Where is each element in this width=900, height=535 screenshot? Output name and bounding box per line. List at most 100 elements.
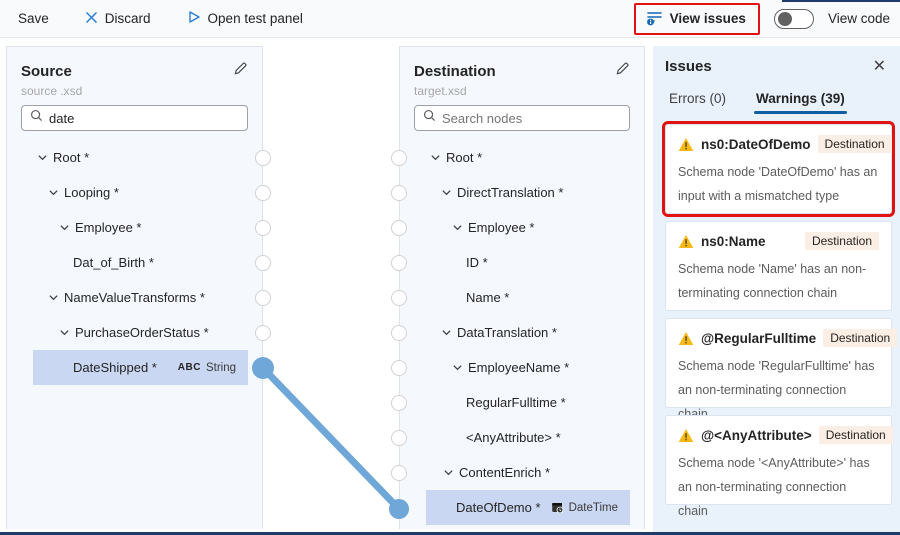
location-badge: Destination xyxy=(818,426,893,444)
tree-node-label: PurchaseOrderStatus * xyxy=(75,325,209,340)
view-code-toggle[interactable] xyxy=(773,8,814,29)
view-code-label: View code xyxy=(827,11,890,26)
warning-icon xyxy=(678,428,694,443)
mapper-canvas: Source source .xsd Root * Looping * Employ… xyxy=(0,38,900,532)
tree-node[interactable]: Root * xyxy=(426,140,630,175)
tree-node[interactable]: Employee * xyxy=(33,210,248,245)
tree-node-label: NameValueTransforms * xyxy=(64,290,205,305)
tree-node[interactable]: PurchaseOrderStatus * xyxy=(33,315,248,350)
tree-node[interactable]: Dat_of_Birth * xyxy=(33,245,248,280)
save-button[interactable]: Save xyxy=(10,6,57,31)
tree-node[interactable]: <AnyAttribute> * xyxy=(426,420,630,455)
connection-point[interactable] xyxy=(391,220,407,236)
chevron-down-icon[interactable] xyxy=(452,222,463,233)
tree-node-label: Root * xyxy=(446,150,483,165)
source-panel-title: Source xyxy=(21,62,72,80)
tree-node[interactable]: Employee * xyxy=(426,210,630,245)
tab-warnings[interactable]: Warnings (39) xyxy=(754,91,847,114)
abc-icon: ABC xyxy=(177,362,201,373)
tree-node[interactable]: DirectTranslation * xyxy=(426,175,630,210)
tree-node[interactable]: DateOfDemo *DateTime xyxy=(426,490,630,525)
toolbar: Save Discard Open test panel xyxy=(0,0,900,38)
warning-message: Schema node 'RegularFulltime' has an non… xyxy=(678,359,875,421)
chevron-down-icon[interactable] xyxy=(48,187,59,198)
chevron-down-icon[interactable] xyxy=(443,467,454,478)
edit-source-schema-icon[interactable] xyxy=(233,61,248,81)
tree-node[interactable]: Root * xyxy=(33,140,248,175)
warning-node-name: @RegularFulltime xyxy=(701,330,817,346)
chevron-down-icon[interactable] xyxy=(430,152,441,163)
chevron-down-icon[interactable] xyxy=(441,187,452,198)
connection-point[interactable] xyxy=(391,325,407,341)
issues-tabs: Errors (0) Warnings (39) xyxy=(665,91,892,114)
view-issues-button[interactable]: View issues xyxy=(642,7,750,31)
warning-message: Schema node '<AnyAttribute>' has an non-… xyxy=(678,456,870,518)
connection-point[interactable] xyxy=(255,220,271,236)
open-test-panel-button[interactable]: Open test panel xyxy=(179,5,311,32)
chevron-down-icon[interactable] xyxy=(37,152,48,163)
tree-node-label: Looping * xyxy=(64,185,119,200)
source-search-input[interactable] xyxy=(49,110,239,126)
window-edge-bottom xyxy=(0,532,900,535)
connection-point[interactable] xyxy=(391,360,407,376)
connection-point[interactable] xyxy=(391,255,407,271)
connection-point[interactable] xyxy=(255,290,271,306)
chevron-down-icon[interactable] xyxy=(441,327,452,338)
destination-tree: Root * DirectTranslation * Employee *ID * N… xyxy=(414,140,630,525)
warning-icon xyxy=(678,137,694,152)
issues-list-icon xyxy=(646,9,663,29)
tree-node[interactable]: Looping * xyxy=(33,175,248,210)
source-tree: Root * Looping * Employee *Dat_of_Birth * N… xyxy=(21,140,248,385)
tree-node[interactable]: NameValueTransforms * xyxy=(33,280,248,315)
edit-destination-schema-icon[interactable] xyxy=(615,61,630,81)
tree-node[interactable]: RegularFulltime * xyxy=(426,385,630,420)
close-x-icon xyxy=(85,11,98,27)
connection-point[interactable] xyxy=(255,150,271,166)
connection-point[interactable] xyxy=(255,325,271,341)
tree-node[interactable]: EmployeeName * xyxy=(426,350,630,385)
tab-errors[interactable]: Errors (0) xyxy=(669,91,726,106)
tree-node[interactable]: ID * xyxy=(426,245,630,280)
warning-card-header: @<AnyAttribute>Destination xyxy=(678,426,893,444)
connection-point[interactable] xyxy=(391,465,407,481)
chevron-down-icon[interactable] xyxy=(59,222,70,233)
tree-node-label: RegularFulltime * xyxy=(466,395,566,410)
tree-node-label: EmployeeName * xyxy=(468,360,570,375)
connection-point[interactable] xyxy=(391,430,407,446)
tree-node[interactable]: DataTranslation * xyxy=(426,315,630,350)
chevron-down-icon[interactable] xyxy=(59,327,70,338)
destination-search-box xyxy=(414,105,630,131)
connection-point[interactable] xyxy=(391,395,407,411)
tree-node-label: DirectTranslation * xyxy=(457,185,564,200)
tree-node[interactable]: Name * xyxy=(426,280,630,315)
connection-point[interactable] xyxy=(391,185,407,201)
close-icon[interactable]: ✕ xyxy=(872,57,886,75)
connection-point[interactable] xyxy=(391,290,407,306)
destination-panel-title: Destination xyxy=(414,62,496,80)
connection-point[interactable] xyxy=(391,150,407,166)
tree-node[interactable]: ContentEnrich * xyxy=(426,455,630,490)
warning-message: Schema node 'DateOfDemo' has an input wi… xyxy=(678,165,878,203)
destination-schema-filename: target.xsd xyxy=(414,84,467,98)
chevron-down-icon[interactable] xyxy=(48,292,59,303)
location-badge: Destination xyxy=(817,135,892,153)
destination-search-input[interactable] xyxy=(442,110,621,126)
view-issues-highlight-box: View issues xyxy=(633,2,760,35)
discard-button[interactable]: Discard xyxy=(77,6,159,32)
tree-node-label: Name * xyxy=(466,290,510,305)
source-schema-filename: source .xsd xyxy=(21,84,83,98)
connection-point[interactable] xyxy=(255,255,271,271)
connection-point[interactable] xyxy=(255,185,271,201)
source-search-box xyxy=(21,105,248,131)
search-icon xyxy=(423,109,436,127)
connection-line[interactable] xyxy=(259,364,403,513)
chevron-down-icon[interactable] xyxy=(452,362,463,373)
